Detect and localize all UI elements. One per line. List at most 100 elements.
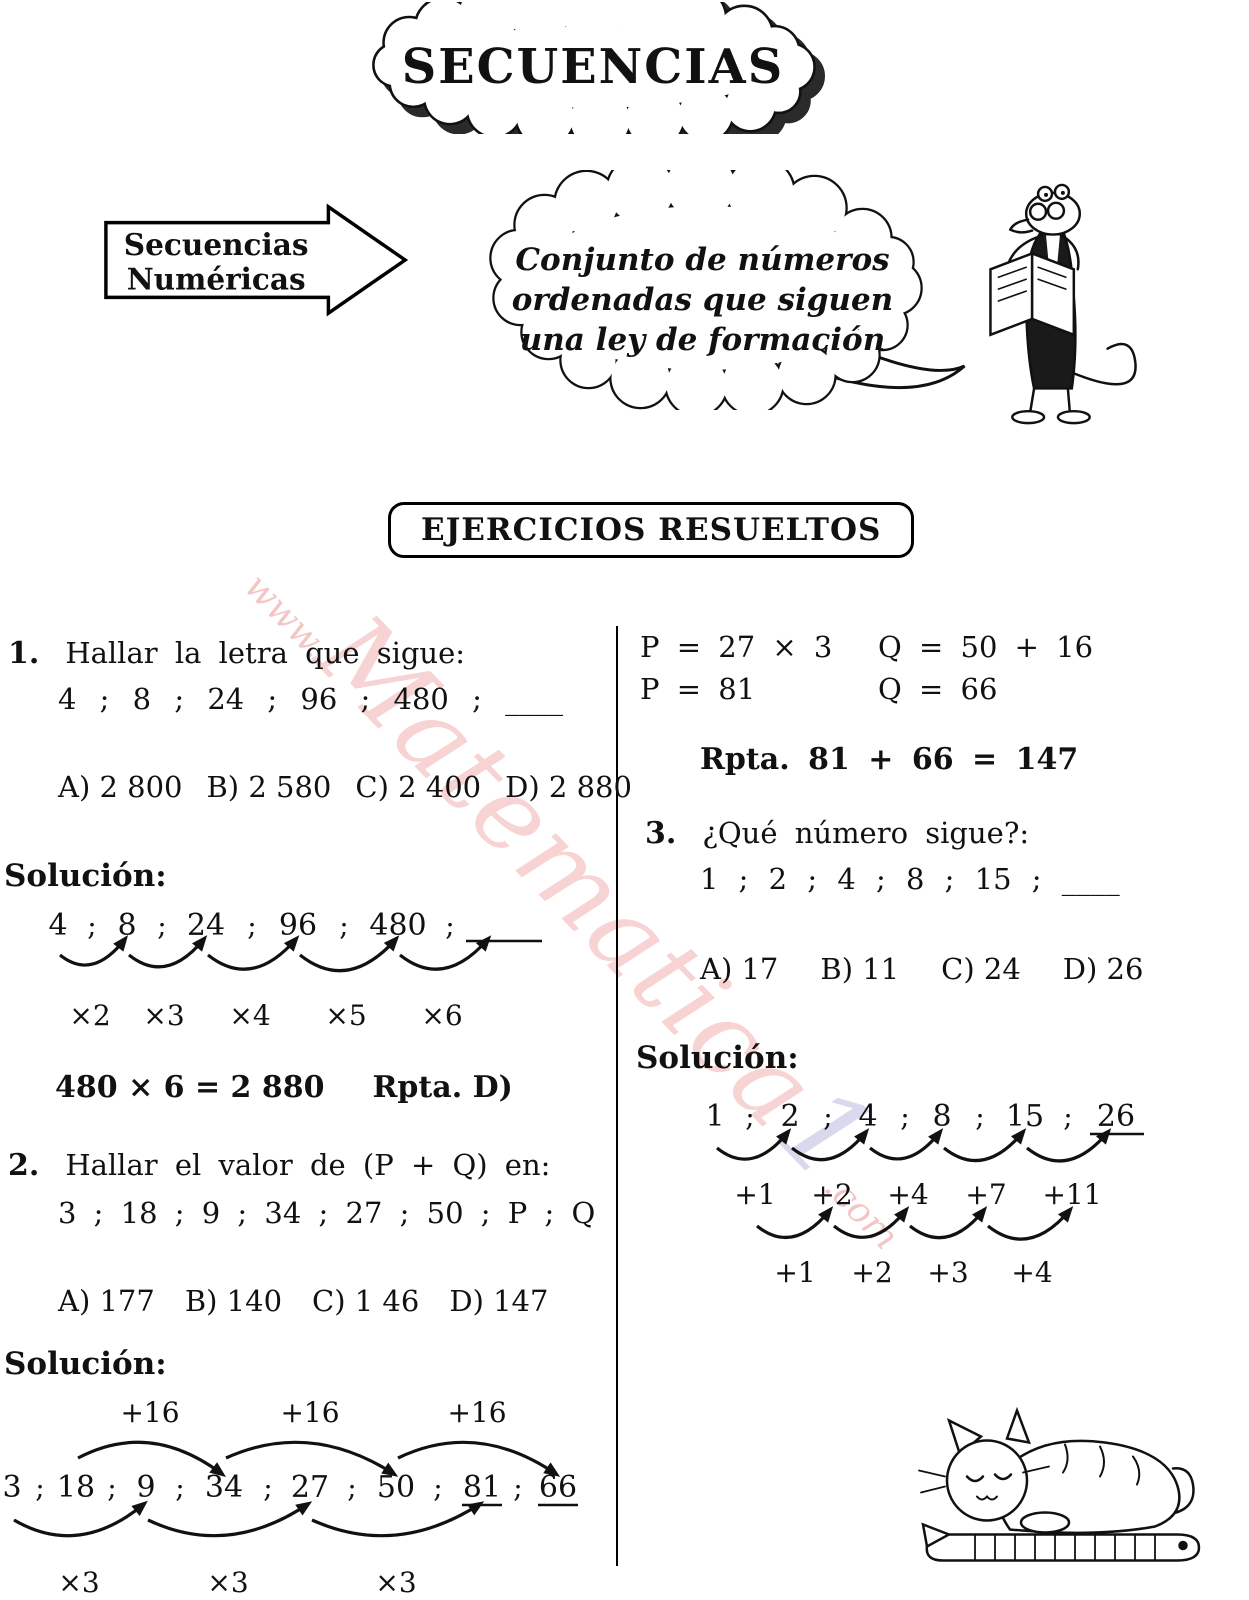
exercise-2-prompt: Hallar el valor de (P + Q) en:	[65, 1148, 551, 1182]
seq-separator: ;	[513, 1471, 522, 1504]
seq-term: 96	[279, 908, 317, 943]
seq-term: 18	[57, 1470, 95, 1505]
seq-separator: ;	[900, 1100, 909, 1133]
arc-arrow	[791, 1128, 870, 1162]
arc-arrow	[715, 1128, 792, 1161]
column-divider	[616, 626, 618, 1566]
exercise-3-options: A) 17 B) 11 C) 24 D) 26	[700, 952, 1143, 986]
arc-arrow	[1026, 1128, 1112, 1163]
arc-arrow	[225, 1440, 399, 1477]
p-equation-1: P = 27 × 3	[640, 630, 833, 664]
arc-arrow	[868, 1128, 944, 1161]
solution-label-2: Solución:	[4, 1346, 167, 1382]
bubble-text-line2: ordenadas que siguen	[512, 282, 893, 318]
rpta-line: Rpta. 81 + 66 = 147	[700, 742, 1079, 777]
seq-separator: ;	[107, 1471, 116, 1504]
seq-separator: ;	[247, 909, 256, 942]
difference-label: +2	[811, 1178, 852, 1211]
difference-label: +3	[927, 1256, 968, 1289]
title-cloud: SECUENCIAS	[355, 2, 835, 134]
exercise-3-sequence: 1 ; 2 ; 4 ; 8 ; 15 ; ____	[700, 862, 1120, 896]
arc-arrow	[13, 1500, 148, 1538]
intro-box-line1: Secuencias	[124, 227, 309, 262]
seq-term: 15	[1006, 1099, 1044, 1134]
multiplier-label: ×2	[69, 999, 110, 1032]
seq-term: 3	[2, 1470, 21, 1505]
solution-label-3: Solución:	[636, 1040, 799, 1076]
arc-arrow	[756, 1206, 834, 1240]
arc-arrow	[399, 935, 492, 971]
exercise-3-number: 3.	[645, 816, 677, 851]
intro-arrow-box: Secuencias Numéricas	[104, 203, 409, 317]
option-d: D) 147	[449, 1284, 549, 1318]
seq-term: 8	[932, 1099, 951, 1134]
multiplier-label: ×6	[421, 999, 462, 1032]
multiplier-label: ×3	[58, 1566, 99, 1599]
arc-arrow	[943, 1128, 1027, 1163]
arc-arrow	[909, 1206, 988, 1240]
arc-arrow	[147, 1501, 313, 1538]
option-a: A) 177	[58, 1284, 155, 1318]
q-equation-1: Q = 50 + 16	[878, 630, 1094, 664]
option-b: B) 11	[820, 952, 900, 986]
multiplier-label: ×3	[207, 1566, 248, 1599]
seq-separator: ;	[445, 909, 454, 942]
option-d: D) 2 880	[505, 770, 632, 804]
multiplier-label: ×3	[143, 999, 184, 1032]
arc-arrow	[311, 1501, 485, 1538]
lizard-illustration	[989, 183, 1137, 425]
difference-label: +7	[965, 1178, 1006, 1211]
arc-arrow	[77, 1440, 226, 1477]
multiplier-label: ×3	[375, 1566, 416, 1599]
exercise-3-header: 3. ¿Qué número sigue?:	[645, 816, 1029, 851]
seq-term: 2	[780, 1099, 799, 1134]
difference-label: +16	[280, 1396, 339, 1429]
option-d: D) 26	[1062, 952, 1144, 986]
difference-label: +4	[887, 1178, 928, 1211]
arc-arrow	[58, 935, 129, 967]
multiplier-label: ×4	[229, 999, 270, 1032]
arc-arrow	[397, 1440, 561, 1477]
solution-diagram-2: +16 +16 +16 3 ; 18 ; 9 ; 34 ; 27 ; 50 ; …	[2, 1396, 578, 1599]
seq-term: 34	[205, 1470, 243, 1505]
seq-separator: ;	[975, 1100, 984, 1133]
seq-term: 27	[291, 1470, 329, 1505]
exercise-1-sequence: 4 ; 8 ; 24 ; 96 ; 480 ; ____	[58, 682, 564, 716]
option-b: B) 140	[184, 1284, 283, 1318]
bubble-text-line3: una ley de formación	[520, 322, 886, 358]
difference-label: +4	[1011, 1256, 1052, 1289]
exercise-1-header: 1. Hallar la letra que sigue:	[8, 636, 465, 671]
arrow-shape	[104, 203, 409, 317]
seq-separator: ;	[339, 909, 348, 942]
seq-term: 66	[539, 1470, 577, 1505]
multiplier-label: ×5	[325, 999, 366, 1032]
option-c: C) 1 46	[312, 1284, 420, 1318]
exercise-2-number: 2.	[8, 1148, 40, 1183]
cat-illustration	[918, 1406, 1201, 1562]
arc-arrow	[128, 935, 208, 969]
seq-term: 4	[48, 908, 67, 943]
arc-arrow	[207, 935, 300, 971]
exercise-1-number: 1.	[8, 636, 40, 671]
exercise-2-sequence: 3 ; 18 ; 9 ; 34 ; 27 ; 50 ; P ; Q	[58, 1196, 596, 1230]
seq-term: 50	[377, 1470, 415, 1505]
arc-arrow	[987, 1206, 1074, 1241]
difference-label: +1	[734, 1178, 775, 1211]
option-c: C) 24	[941, 952, 1021, 986]
page-title: SECUENCIAS	[402, 39, 785, 95]
difference-label: +11	[1042, 1178, 1101, 1211]
q-equation-2: Q = 66	[878, 672, 998, 706]
section-banner: EJERCICIOS RESUELTOS	[388, 502, 915, 558]
difference-label: +2	[851, 1256, 892, 1289]
seq-separator: ;	[87, 909, 96, 942]
solution-diagram-1: 4 ; 8 ; 24 ; 96 ; 480 ; ×2 ×3 ×4 ×5 ×6	[48, 908, 542, 1032]
seq-separator: ;	[347, 1471, 356, 1504]
exercise-1-prompt: Hallar la letra que sigue:	[65, 636, 466, 670]
option-a: A) 2 800	[58, 770, 183, 804]
solution-label-1: Solución:	[4, 858, 167, 894]
option-a: A) 17	[700, 952, 779, 986]
answer-rpta: Rpta. D)	[372, 1070, 513, 1105]
seq-term: 9	[136, 1470, 155, 1505]
seq-term: 24	[187, 908, 225, 943]
